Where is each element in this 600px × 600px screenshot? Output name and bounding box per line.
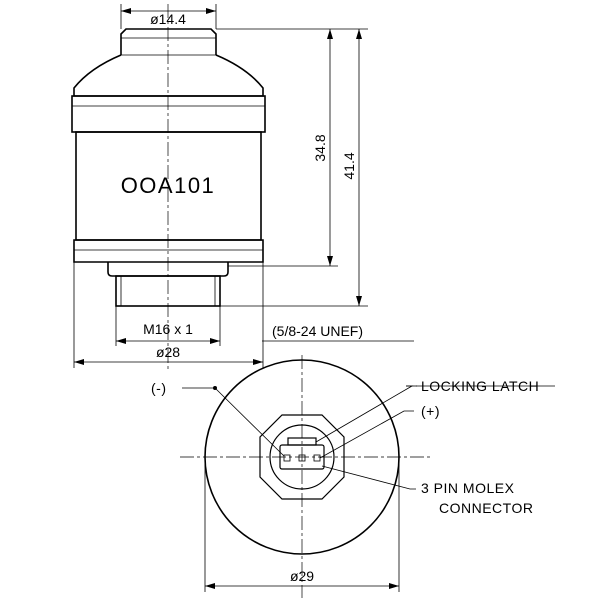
connector-label-line1: 3 PIN MOLEX — [421, 480, 515, 496]
top-cap — [120, 28, 217, 55]
body-height-label: 34.8 — [312, 134, 328, 161]
pin-center — [298, 454, 306, 462]
base-diameter-dimension: ø29 — [204, 457, 400, 592]
lower-collar — [73, 239, 264, 263]
thread-alt-label: (5/8-24 UNEF) — [272, 323, 363, 339]
connector-ring — [269, 424, 335, 490]
side-view: OOA101 ø14.4 34.8 41.4 — [71, 4, 414, 372]
top-diameter-dimension: ø14.4 — [120, 4, 217, 29]
negative-leader — [182, 387, 285, 457]
locking-latch — [287, 437, 317, 446]
positive-leader — [319, 410, 414, 459]
connector-leader — [321, 465, 416, 490]
pin-positive — [313, 454, 321, 462]
pin-negative — [283, 454, 291, 462]
shoulder — [73, 54, 264, 97]
top-diameter-label: ø14.4 — [150, 11, 186, 27]
body-height-dimension: 34.8 — [312, 29, 333, 266]
body-diameter-dimension: ø28 — [73, 262, 264, 368]
bottom-view: (-) LOCKING LATCH (+) 3 PIN MOLEX CONNEC… — [151, 355, 555, 598]
thread-section — [115, 275, 221, 307]
body-diameter-label: ø28 — [156, 344, 180, 360]
base-octagon — [259, 414, 345, 500]
base-diameter-label: ø29 — [290, 568, 314, 584]
negative-callout-label: (-) — [151, 380, 167, 396]
overall-height-label: 41.4 — [341, 152, 357, 179]
upper-flange — [71, 95, 266, 133]
positive-callout-label: (+) — [421, 403, 440, 419]
model-label: OOA101 — [121, 173, 216, 198]
overall-height-dimension: 41.4 — [341, 29, 362, 306]
thread-label: M16 x 1 — [143, 321, 193, 337]
connector-label-line2: CONNECTOR — [439, 500, 533, 516]
thread-dimension: M16 x 1 (5/8-24 UNEF) — [115, 306, 414, 346]
